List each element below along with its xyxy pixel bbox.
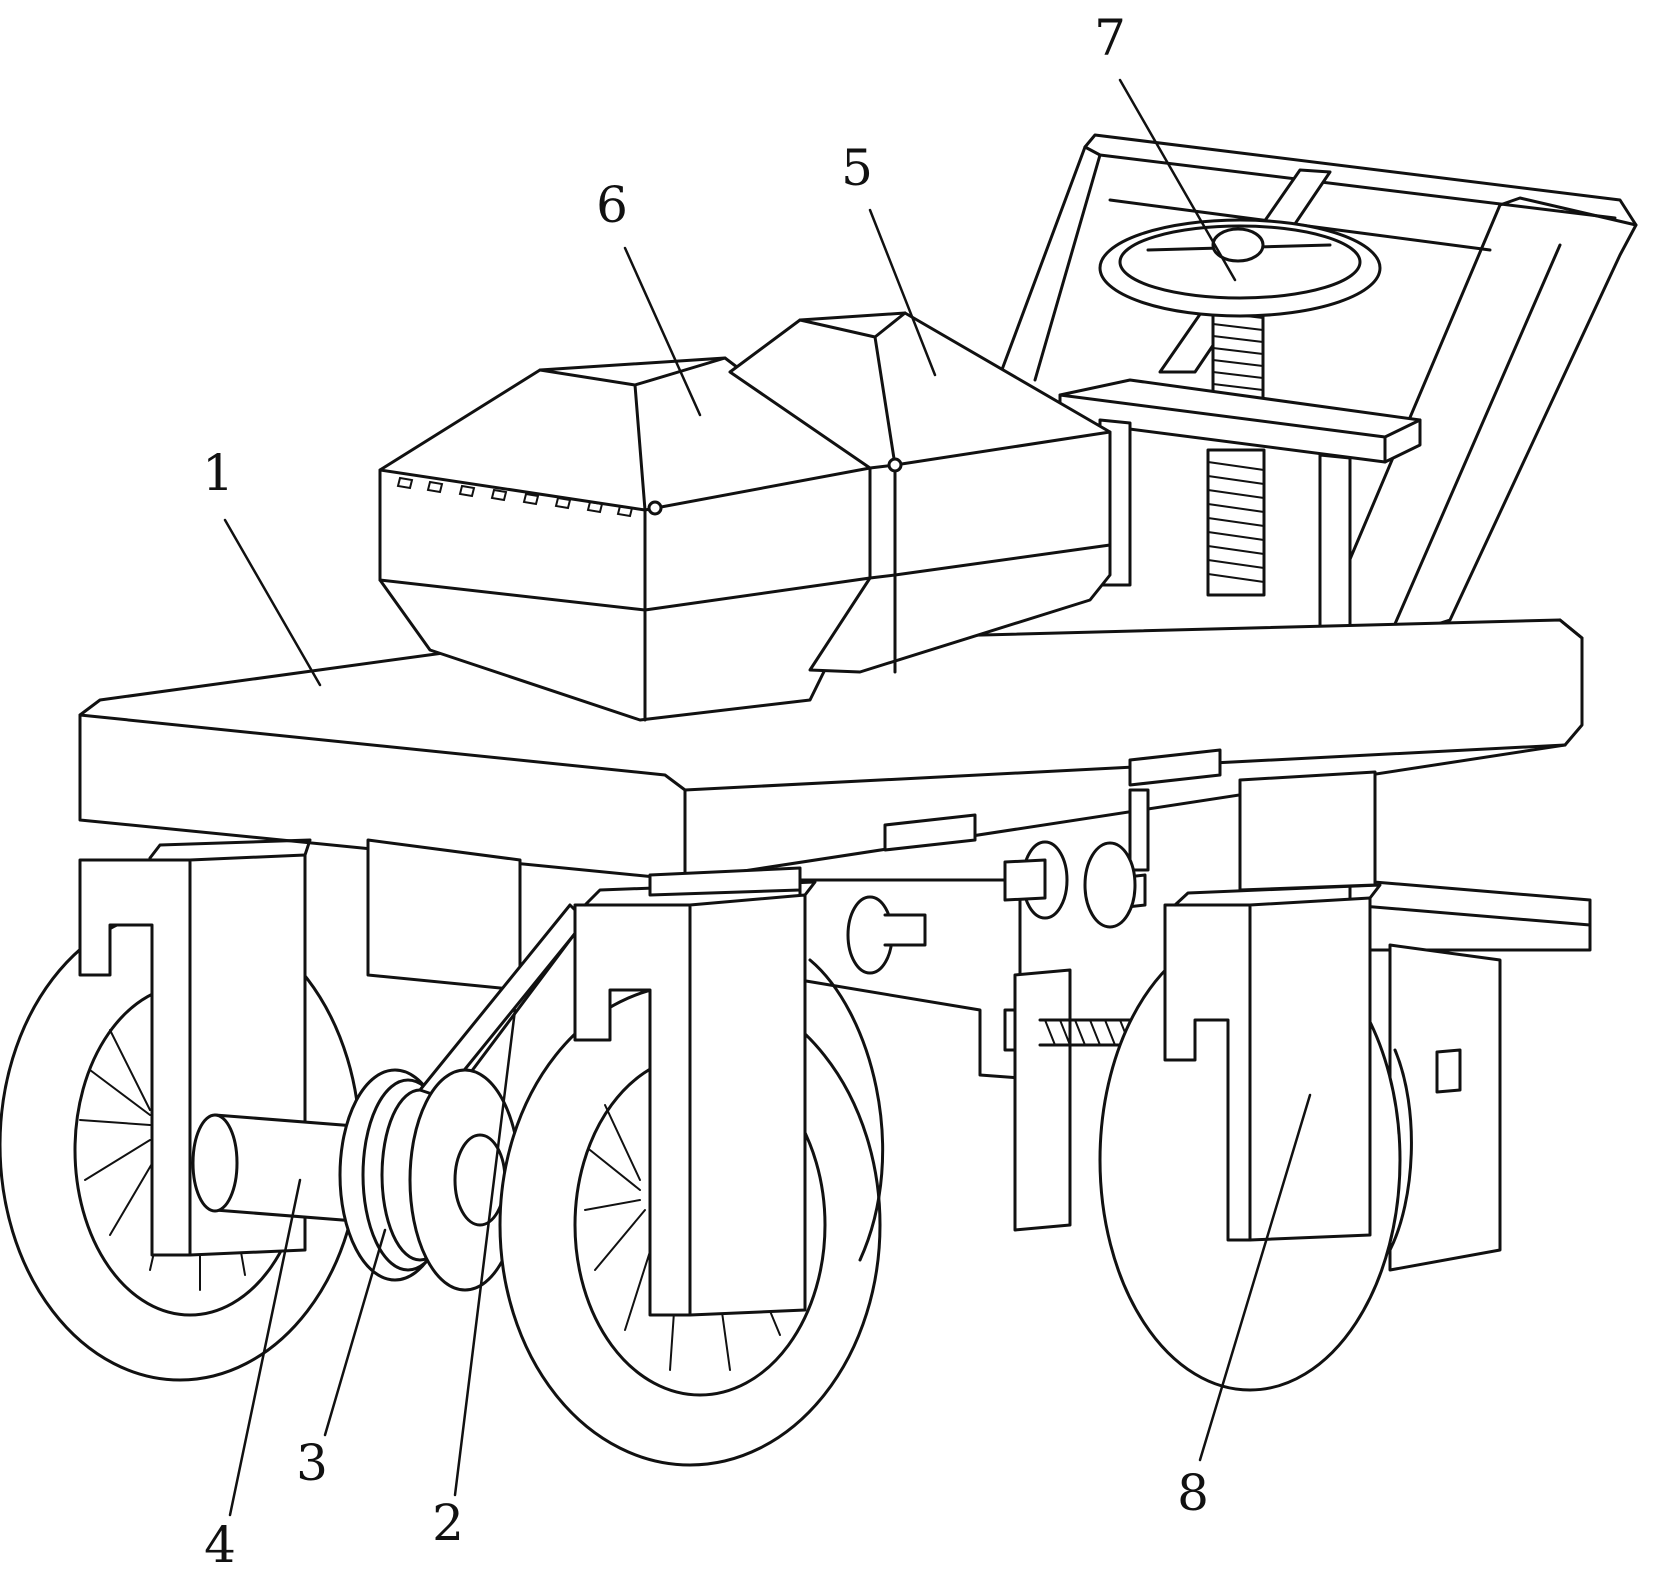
motor-right	[1005, 842, 1145, 927]
label-1: 1	[202, 444, 234, 502]
label-7: 7	[1094, 9, 1126, 67]
label-2: 2	[432, 1494, 464, 1552]
label-3: 3	[296, 1434, 328, 1492]
label-5: 5	[841, 139, 873, 197]
handwheel	[1100, 220, 1380, 316]
label-4: 4	[204, 1516, 236, 1570]
label-6: 6	[596, 176, 628, 234]
left-rear-wheel	[0, 840, 360, 1380]
label-8: 8	[1177, 1464, 1209, 1522]
lower-screw-thread	[1208, 450, 1264, 595]
